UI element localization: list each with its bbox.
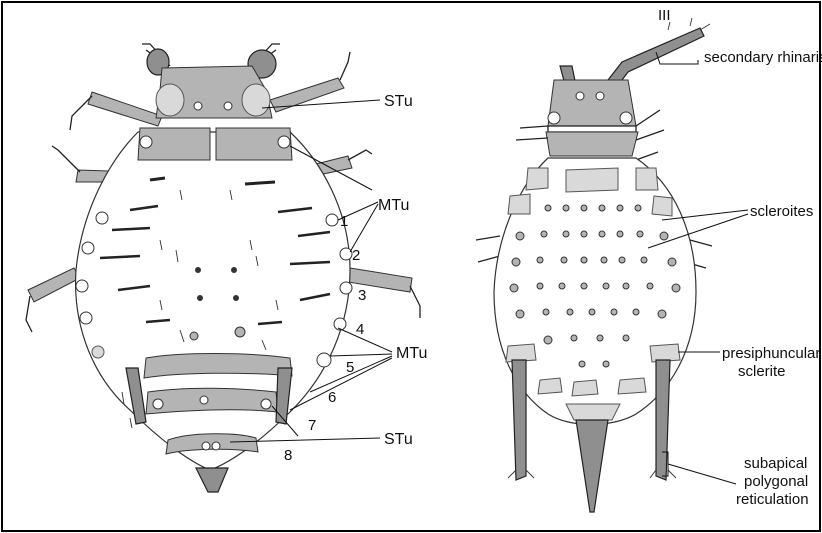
subapical-label-line1: subapical	[744, 455, 807, 472]
right-aphid-view	[476, 18, 712, 512]
segment-number-2: 2	[352, 247, 360, 264]
stu-label-top: STu	[384, 93, 413, 110]
segment-number-3: 3	[358, 287, 366, 304]
secondary-rhinaria-label: secondary rhinaria	[704, 49, 822, 66]
scleroites-label: scleroites	[750, 203, 813, 220]
segment-number-4: 4	[356, 321, 364, 338]
stu-label-bottom: STu	[384, 431, 413, 448]
segment-number-5: 5	[346, 359, 354, 376]
left-aphid-dorsal-view	[26, 44, 420, 492]
mtu-label-upper: MTu	[378, 197, 409, 214]
subapical-label-line3: reticulation	[736, 491, 809, 508]
mtu-label-lower: MTu	[396, 345, 427, 362]
presiphuncular-label-line2: sclerite	[738, 363, 786, 380]
subapical-label-line2: polygonal	[744, 473, 808, 490]
segment-number-6: 6	[328, 389, 336, 406]
antenna-segment-label: III	[658, 7, 671, 24]
presiphuncular-label-line1: presiphuncular	[722, 345, 820, 362]
segment-number-7: 7	[308, 417, 316, 434]
segment-number-1: 1	[340, 213, 348, 230]
segment-number-8: 8	[284, 447, 292, 464]
